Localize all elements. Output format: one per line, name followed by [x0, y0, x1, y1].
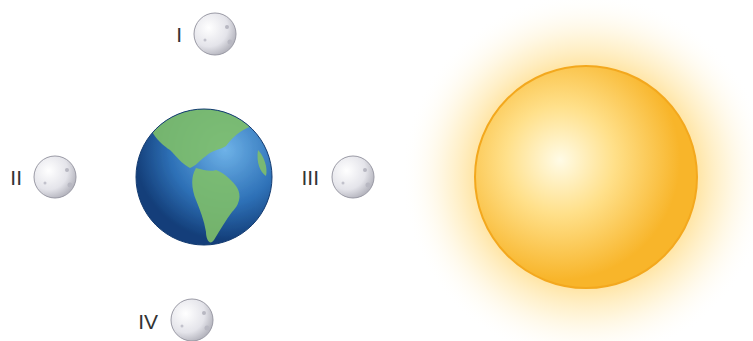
moon	[332, 156, 374, 198]
sun	[475, 66, 697, 288]
earth	[136, 108, 272, 245]
sun-glow	[401, 0, 753, 341]
position-label: III	[301, 167, 319, 188]
moon	[194, 13, 236, 55]
position-label: II	[10, 167, 22, 188]
moon	[34, 156, 76, 198]
position-label: IV	[138, 311, 158, 332]
moon	[171, 299, 213, 341]
position-label: I	[176, 24, 182, 45]
